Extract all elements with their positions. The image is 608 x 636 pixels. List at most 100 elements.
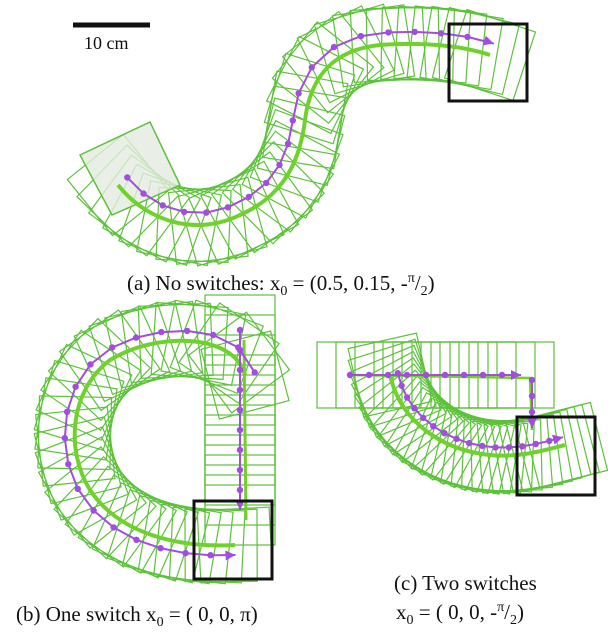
arrow-c-down-dot-0 [528, 376, 536, 384]
box-b-20 [34, 426, 130, 521]
arrow-a-dot-9 [284, 140, 292, 147]
caption-c-two: 2 [510, 613, 518, 629]
goal-box-c [515, 415, 597, 497]
goal-box-a [447, 22, 529, 103]
arrow-a-dot-2 [159, 202, 166, 209]
arrow-c-straight-dot-8 [498, 371, 506, 379]
arrow-b-segment-11 [67, 463, 79, 490]
box-a-8 [177, 176, 268, 267]
arrow-c-straight-dot-7 [479, 371, 487, 379]
arrow-b-segment-14 [113, 526, 137, 541]
box-a-5 [135, 180, 223, 267]
arrow-c-straight-dot-3 [403, 371, 411, 379]
arrow-c-dot-7 [453, 435, 460, 442]
arrow-c-straight-dot-4 [422, 371, 430, 379]
box-a-19 [263, 52, 356, 145]
arrow-b-straight-dot-3 [236, 386, 244, 394]
arrow-a-segment-8 [278, 143, 290, 166]
goal-box-b [192, 499, 274, 581]
start-box-a [78, 121, 182, 216]
path-c [388, 374, 566, 458]
arrow-b-segment-10 [63, 437, 70, 465]
panel-a [66, 3, 537, 267]
arrow-b-segment-1 [212, 334, 239, 349]
arrow-c-dot-4 [420, 414, 427, 422]
caption-b-value: = ( 0, 0, π) [163, 602, 258, 626]
arrow-trail-a [124, 28, 495, 216]
arrow-a-dot-4 [203, 209, 210, 216]
caption-b-prefix: (b) One switch x [16, 602, 157, 626]
caption-a: (a) No switches: x0 = (0.5, 0.15, -π/2) [127, 272, 435, 299]
arrow-b-dot-10 [61, 434, 68, 442]
arrow-b-dot-14 [110, 524, 117, 531]
arrow-b-dot-11 [65, 461, 72, 468]
caption-b: (b) One switch x0 = ( 0, 0, π) [16, 604, 258, 630]
arrow-b-straight-dot-1 [236, 346, 244, 354]
caption-a-close: ) [427, 271, 435, 295]
arrow-b-segment-6 [89, 346, 113, 366]
box-a-6 [155, 186, 232, 264]
box-a-11 [210, 151, 314, 254]
arrow-a-segment-5 [227, 196, 250, 209]
path-b [72, 338, 247, 548]
arrow-b-dot-15 [133, 536, 140, 543]
arrow-b-dot-7 [87, 361, 94, 368]
arrow-a-dot-15 [385, 29, 392, 36]
arrow-c-straight-dot-1 [365, 371, 373, 379]
arrow-b-dot-0 [251, 369, 258, 376]
caption-c-pi: π [497, 600, 505, 615]
arrow-a-segment-0 [126, 176, 145, 195]
arrow-b-dot-18 [207, 552, 214, 559]
arrow-a-arrowhead [482, 35, 494, 46]
arrow-a-segment-2 [162, 204, 185, 213]
arrow-b-dot-2 [210, 331, 217, 339]
arrow-c-dot-3 [411, 405, 418, 412]
arrow-a-segment-12 [311, 46, 335, 69]
caption-c-sub: 0 [406, 613, 414, 629]
box-b-13 [39, 329, 142, 432]
arrow-c-dot-12 [519, 443, 526, 450]
arrow-a-dot-3 [180, 208, 188, 216]
arrow-b-segment-12 [76, 488, 95, 512]
arrow-a-segment-6 [248, 182, 267, 198]
arrow-a-dot-6 [245, 193, 252, 201]
arrow-b-segment-9 [63, 411, 69, 439]
arrow-b-dot-12 [74, 485, 82, 493]
box-trail-c [316, 332, 608, 495]
arrow-b-segment-5 [111, 336, 137, 349]
arrow-c-dot-6 [441, 430, 448, 437]
arrow-a-segment-14 [360, 31, 389, 38]
arrow-a-dot-14 [357, 32, 365, 40]
arrow-c-down-arrowhead [527, 418, 537, 428]
caption-c-prefix: x [396, 600, 407, 624]
caption-a-prefix: (a) No switches: x [127, 271, 281, 295]
arrow-a-segment-15 [388, 30, 415, 34]
arrow-a-dot-1 [140, 190, 147, 197]
arrow-a-segment-11 [297, 66, 313, 94]
arrow-a-segment-16 [414, 30, 442, 35]
arrow-b-straight-dot-8 [236, 486, 244, 494]
arrow-a-segment-9 [287, 120, 294, 144]
arrow-a-dot-11 [295, 90, 302, 97]
arrow-c-straight-dot-5 [441, 371, 449, 379]
arrow-a-dot-8 [276, 161, 283, 169]
arrow-c-down-dot-1 [528, 392, 536, 400]
caption-c-close: ) [517, 600, 525, 624]
path-b-straight [242, 339, 248, 521]
box-a-13 [231, 130, 335, 233]
arrow-a-dot-7 [263, 179, 270, 187]
arrow-c-arrowhead [552, 434, 563, 445]
arrow-b-straight-dot-6 [236, 446, 244, 454]
caption-a-sub: 0 [280, 284, 288, 300]
caption-c-line1: (c) Two switches [394, 571, 537, 595]
arrow-b-dot-5 [132, 334, 140, 341]
box-trail-b [33, 294, 291, 585]
arrow-trail-b [61, 326, 258, 561]
arrow-b-segment-13 [92, 509, 115, 529]
arrow-a-dot-12 [308, 64, 315, 71]
arrow-a-segment-1 [142, 192, 164, 207]
panel-b [33, 294, 291, 585]
box-a-10 [200, 160, 300, 260]
caption-c-slash: / [504, 600, 511, 624]
